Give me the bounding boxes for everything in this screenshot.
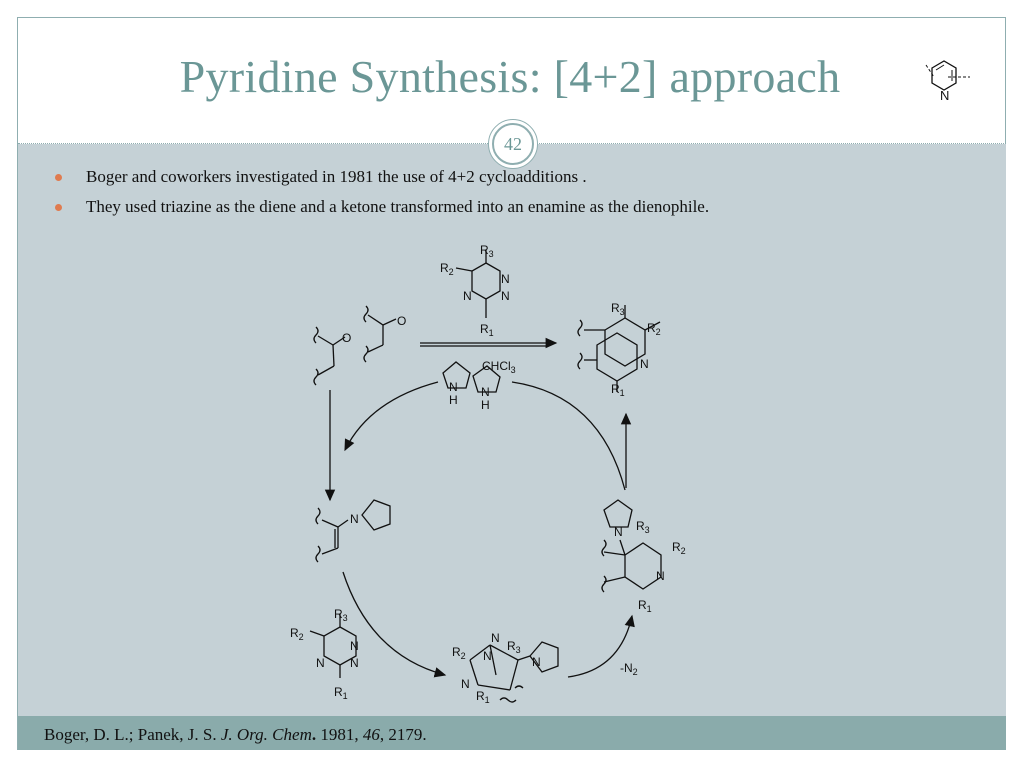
dihydro-ring-n-label: N	[656, 569, 665, 583]
dihydro-r1-label: R1	[638, 598, 652, 614]
nitrogen-loss-label: -N2	[620, 661, 638, 677]
pyrrolidine-n-label: N	[449, 380, 458, 394]
lower-triazine-r3-label: R3	[334, 607, 348, 623]
enamine-intermediate	[315, 499, 391, 563]
dihydro-amine-n-label: N	[614, 525, 623, 539]
solvent-label: CHCl3	[482, 359, 516, 375]
bicyclic-n-label: N	[491, 631, 500, 645]
bicyclic-n-label: N	[461, 677, 470, 691]
triazine-reagent-top	[455, 250, 501, 318]
bullet-dot-icon	[55, 204, 62, 211]
pyrrolidine-n-label: N	[481, 385, 490, 399]
pyrrolidine-catalyst	[442, 361, 501, 393]
citation-journal: J. Org. Chem	[220, 725, 312, 744]
dihydro-r2-label: R2	[672, 540, 686, 556]
triazine-lower	[309, 614, 357, 678]
reaction-scheme: O O CHCl3 N H N H R3 R2 R1 N N N R3 R2 R…	[290, 243, 686, 705]
bullet-text: They used triazine as the diene and a ke…	[86, 197, 710, 216]
ketone-oxygen-label: O	[342, 331, 351, 345]
arrow-to-bicyclic	[342, 571, 447, 678]
product-n-label: N	[640, 357, 649, 371]
triazine-n-label: N	[463, 289, 472, 303]
lower-triazine-n-label: N	[350, 656, 359, 670]
product-r1-label: R1	[611, 382, 625, 398]
triazine-r1-label: R1	[480, 322, 494, 338]
citation-authors: Boger, D. L.; Panek, J. S.	[44, 725, 221, 744]
bullet-list: Boger and coworkers investigated in 1981…	[55, 165, 709, 225]
triazine-r3-label: R3	[480, 243, 494, 259]
triazine-n-label: N	[501, 272, 510, 286]
ketone-oxygen-label: O	[397, 314, 406, 328]
cycle-arrow-to-enamine	[344, 381, 439, 452]
pyrrolidine-h-label: H	[481, 398, 490, 412]
enamine-n-label: N	[350, 512, 359, 526]
citation-dot: .	[311, 725, 317, 744]
bicyclic-r1-label: R1	[476, 689, 490, 705]
ketone-starting-materials	[313, 305, 397, 386]
arrow-to-dihydropyridine	[567, 614, 635, 678]
citation-pages: , 2179.	[379, 725, 427, 744]
lower-triazine-n-label: N	[350, 639, 359, 653]
bicyclic-r2-label: R2	[452, 645, 466, 661]
citation-volume: 46	[362, 725, 380, 744]
content-area	[18, 144, 1006, 716]
cycle-arc-right	[511, 381, 626, 491]
citation-year: 1981,	[316, 725, 363, 744]
bullet-item: They used triazine as the diene and a ke…	[55, 195, 709, 225]
product-r2-label: R2	[647, 321, 661, 337]
bicyclic-n-label: N	[483, 649, 492, 663]
page-number: 42	[492, 123, 534, 165]
lower-triazine-r1-label: R1	[334, 685, 348, 701]
triazine-n-label: N	[501, 289, 510, 303]
pyrrolidine-h-label: H	[449, 393, 458, 407]
citation: Boger, D. L.; Panek, J. S. J. Org. Chem.…	[44, 725, 427, 745]
bicyclic-adduct	[469, 641, 559, 703]
logo-nitrogen-label: N	[940, 88, 949, 103]
pyridine-product	[577, 305, 661, 392]
bicyclic-r3-label: R3	[507, 639, 521, 655]
bullet-dot-icon	[55, 174, 62, 181]
lower-triazine-r2-label: R2	[290, 626, 304, 642]
bullet-item: Boger and coworkers investigated in 1981…	[55, 165, 709, 195]
triazine-r2-label: R2	[440, 261, 454, 277]
bicyclic-amine-n-label: N	[532, 655, 541, 669]
bullet-text: Boger and coworkers investigated in 1981…	[86, 167, 587, 186]
slide-title: Pyridine Synthesis: [4+2] approach	[179, 51, 841, 102]
lower-triazine-n-label: N	[316, 656, 325, 670]
product-r3-label: R3	[611, 301, 625, 317]
footer-bar	[18, 716, 1006, 750]
pyridine-disconnection-icon: N	[925, 60, 970, 103]
dihydro-r3-label: R3	[636, 519, 650, 535]
dihydropyridine-intermediate	[601, 499, 662, 593]
